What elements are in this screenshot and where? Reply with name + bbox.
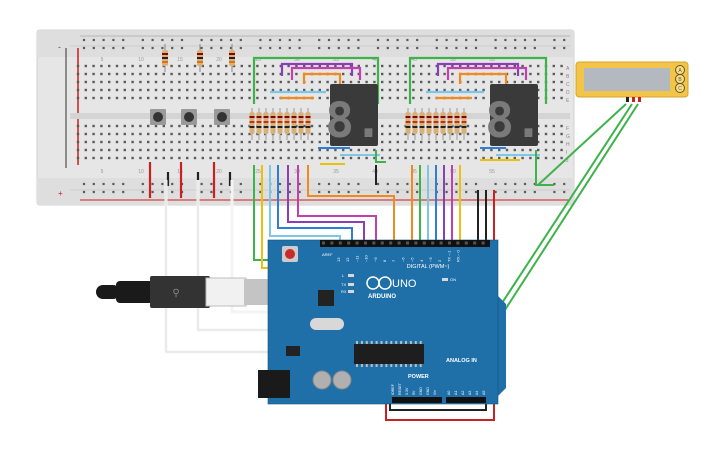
svg-text:50: 50 [450,169,456,175]
svg-text:IOREF: IOREF [391,383,395,395]
svg-text:GND: GND [426,387,430,395]
svg-text:~6: ~6 [400,257,405,262]
svg-text:G: G [566,134,570,140]
svg-text:~9: ~9 [373,257,378,262]
svg-text:4: 4 [419,259,424,262]
svg-text:F: F [566,126,569,132]
svg-text:35: 35 [333,169,339,175]
svg-text:A0: A0 [447,391,451,395]
svg-text:13: 13 [336,257,341,262]
svg-text:10: 10 [138,57,144,63]
svg-text:I: I [566,150,567,156]
svg-text:H: H [566,142,570,148]
svg-text:5V: 5V [412,390,416,395]
reset-button[interactable] [285,249,295,259]
svg-text:2: 2 [437,259,442,262]
lcd-module: A B C [575,61,689,102]
svg-text:3.3V: 3.3V [405,387,409,395]
atmega-chip [354,344,424,364]
svg-text:⚲: ⚲ [172,288,179,299]
arduino-logo: UNO ARDUINO [366,276,417,300]
pushbutton-2 [181,109,197,125]
pushbutton-1 [150,109,166,125]
svg-text:10: 10 [138,169,144,175]
svg-text:~11: ~11 [354,255,359,262]
svg-text:25: 25 [255,169,261,175]
svg-text:5: 5 [101,57,104,63]
svg-text:25: 25 [255,57,261,63]
svg-text:55: 55 [489,57,495,63]
display-wiring-bottom [318,147,554,186]
regulator [286,346,300,356]
svg-text:35: 35 [333,57,339,63]
svg-text:B: B [566,74,570,80]
analog-in-label: ANALOG IN [446,358,477,364]
svg-text:~3: ~3 [428,257,433,262]
crystal [310,318,344,330]
status-leds: L TX RX ON [341,273,456,294]
svg-text:E: E [566,98,570,104]
svg-text:A4: A4 [475,391,479,395]
aref-label: AREF [322,252,333,257]
svg-text:55: 55 [489,169,495,175]
svg-text:A5: A5 [482,391,486,395]
svg-text:8.: 8. [325,93,383,149]
svg-text:45: 45 [411,169,417,175]
arduino-brand-text: ARDUINO [368,294,396,300]
seven-segment-display-2: 8. [485,84,543,149]
resistor-array-2 [405,108,467,140]
pushbutton-3 [214,109,230,125]
svg-text:12: 12 [345,257,350,262]
plus-label: + [58,189,63,198]
svg-text:A: A [566,66,570,72]
arduino-uno-board: 13 12 ~11 ~10 ~9 8 7 ~6 ~5 4 ~3 2 TX→1 RX←0 DIGITAL (… [258,239,506,405]
resistor-array-1 [249,108,311,140]
svg-text:~5: ~5 [410,257,415,262]
svg-text:40: 40 [372,57,378,63]
svg-text:RESET: RESET [398,382,402,395]
svg-text:GND: GND [419,387,423,395]
svg-text:B: B [678,77,682,83]
svg-text:J: J [566,158,569,164]
svg-text:50: 50 [450,57,456,63]
svg-text:TX→1: TX→1 [446,250,451,262]
usb-cable: ⚲ [96,276,274,308]
svg-text:20: 20 [216,169,222,175]
pushbuttons[interactable] [150,109,230,125]
svg-text:ON: ON [450,277,456,282]
svg-text:20: 20 [216,57,222,63]
svg-text:~10: ~10 [364,254,369,262]
svg-text:RX: RX [341,289,347,294]
svg-text:8.: 8. [485,93,543,149]
svg-text:TX: TX [341,282,346,287]
digital-header-label: DIGITAL (PWM~) [407,264,450,270]
svg-text:15: 15 [177,57,183,63]
svg-text:Vin: Vin [433,390,437,395]
minus-label: - [58,42,61,52]
svg-text:A2: A2 [461,391,465,395]
row-letters: A B C D E F G H I J [566,66,570,164]
uno-text: UNO [392,278,417,290]
svg-text:D: D [566,90,570,96]
seven-segment-display-1: 8. [325,84,383,149]
power-label: POWER [408,374,429,380]
power-jack [258,370,290,398]
svg-text:45: 45 [411,57,417,63]
svg-text:A1: A1 [454,391,458,395]
svg-text:A3: A3 [468,391,472,395]
display-wiring-top [252,56,548,104]
svg-text:7: 7 [391,259,396,262]
svg-text:C: C [566,82,570,88]
svg-text:8: 8 [382,259,387,262]
svg-text:30: 30 [294,57,300,63]
column-numbers: 5510101515202025253030353540404545505055… [101,57,495,175]
svg-text:A: A [678,68,682,74]
svg-text:RX←0: RX←0 [456,249,461,262]
svg-text:L: L [342,273,345,278]
svg-text:C: C [678,86,682,92]
usb-chip [318,290,334,306]
resistors-top [162,44,235,72]
svg-text:5: 5 [101,169,104,175]
